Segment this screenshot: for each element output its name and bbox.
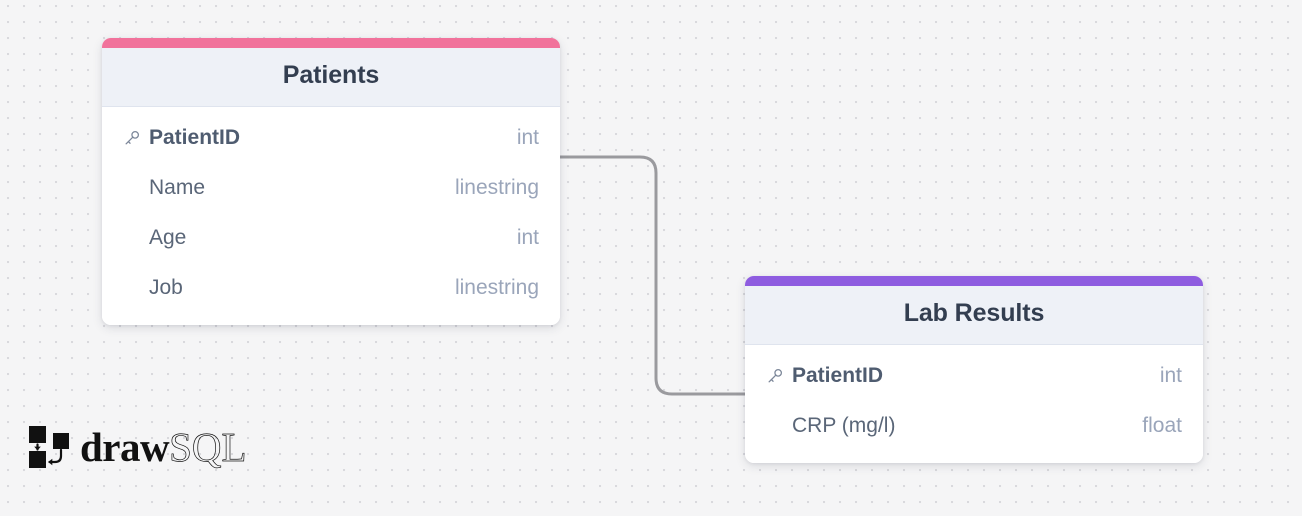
table-title: Lab Results	[903, 299, 1045, 327]
column-name: PatientID	[792, 363, 884, 387]
key-icon	[123, 129, 143, 147]
table-columns-patients: PatientID int Name linestring Age int Jo…	[102, 106, 560, 325]
column-type: int	[516, 225, 539, 249]
column-name: Job	[149, 275, 183, 299]
db-table-patients[interactable]: Patients PatientID int Name linestring	[102, 38, 560, 325]
column-name: Age	[149, 225, 187, 249]
table-columns-lab-results: PatientID int CRP (mg/l) float	[745, 344, 1203, 463]
logo-word-draw: draw	[80, 423, 170, 470]
drawsql-wordmark: draw SQL	[80, 423, 247, 470]
table-header-patients[interactable]: Patients	[102, 48, 560, 107]
drawsql-flow-icon	[29, 426, 69, 468]
column-type: linestring	[454, 175, 539, 199]
column-type: int	[516, 125, 539, 149]
column-type: linestring	[454, 275, 539, 299]
table-accent-bar-patients	[102, 38, 560, 48]
column-type: int	[1159, 363, 1182, 387]
table-row[interactable]: CRP (mg/l) float	[745, 401, 1203, 451]
table-header-lab-results[interactable]: Lab Results	[745, 286, 1203, 345]
db-table-lab-results[interactable]: Lab Results PatientID int CRP (mg/l) flo…	[745, 276, 1203, 463]
table-accent-bar-lab-results	[745, 276, 1203, 286]
drawsql-logo[interactable]: draw SQL	[27, 424, 247, 470]
relationship-line-patients-to-lab-results[interactable]	[558, 155, 748, 396]
table-row[interactable]: PatientID int	[102, 113, 560, 163]
table-title: Patients	[282, 61, 380, 89]
key-icon	[766, 367, 786, 385]
logo-word-sql: SQL	[169, 423, 247, 470]
table-row[interactable]: Job linestring	[102, 263, 560, 313]
table-row[interactable]: Name linestring	[102, 163, 560, 213]
column-name: CRP (mg/l)	[792, 413, 896, 437]
column-name: Name	[149, 175, 206, 199]
table-row[interactable]: PatientID int	[745, 351, 1203, 401]
column-type: float	[1142, 413, 1182, 437]
table-row[interactable]: Age int	[102, 213, 560, 263]
column-name: PatientID	[149, 125, 241, 149]
